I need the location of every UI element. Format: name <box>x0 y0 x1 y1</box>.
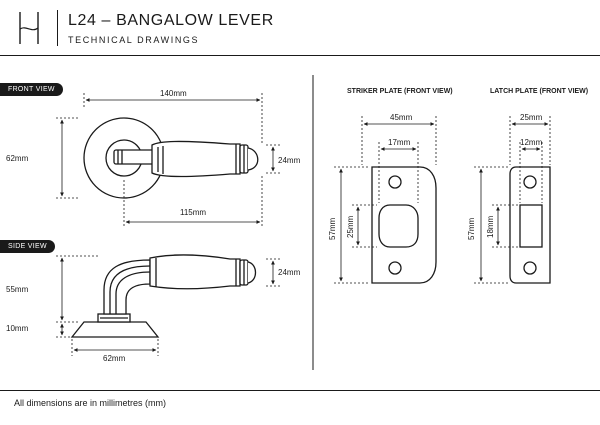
dim-striker-width: 45mm <box>390 113 413 122</box>
striker-plate-title: STRIKER PLATE (FRONT VIEW) <box>347 88 453 95</box>
front-view-lever <box>83 117 259 199</box>
latch-plate <box>509 166 551 284</box>
striker-plate <box>371 166 437 284</box>
brand-logo-icon <box>19 12 39 44</box>
page-title: L24 – BANGALOW LEVER <box>68 12 274 29</box>
dim-front-width: 140mm <box>160 89 187 98</box>
dim-latch-width: 25mm <box>520 113 543 122</box>
dim-striker-height: 57mm <box>328 217 337 240</box>
dim-latch-inner: 12mm <box>520 138 543 147</box>
dim-striker-inner-height: 25mm <box>346 215 355 238</box>
side-view-label: SIDE VIEW <box>0 240 55 253</box>
front-view-label: FRONT VIEW <box>0 83 63 96</box>
dim-front-height: 62mm <box>6 154 29 163</box>
side-view-lever <box>70 254 257 338</box>
dim-side-height: 55mm <box>6 285 29 294</box>
latch-plate-title: LATCH PLATE (FRONT VIEW) <box>490 88 589 95</box>
page-subtitle: TECHNICAL DRAWINGS <box>68 35 200 45</box>
side-dimension-lines <box>56 255 280 356</box>
dim-front-length: 115mm <box>180 208 207 217</box>
dim-side-grip: 24mm <box>278 268 301 277</box>
latch-dimension-lines <box>474 116 551 284</box>
dim-latch-inner-height: 18mm <box>486 215 495 238</box>
dim-latch-height: 57mm <box>467 217 476 240</box>
dim-side-width: 62mm <box>103 354 126 363</box>
footer-rule <box>0 390 600 391</box>
dim-front-grip: 24mm <box>278 156 301 165</box>
dim-striker-inner: 17mm <box>388 138 411 147</box>
header-divider <box>57 10 58 46</box>
striker-dimension-lines <box>334 116 437 284</box>
footer-note: All dimensions are in millimetres (mm) <box>14 398 167 408</box>
dim-side-rose: 10mm <box>6 324 29 333</box>
front-dimension-lines <box>56 93 280 228</box>
header-rule <box>0 55 600 56</box>
